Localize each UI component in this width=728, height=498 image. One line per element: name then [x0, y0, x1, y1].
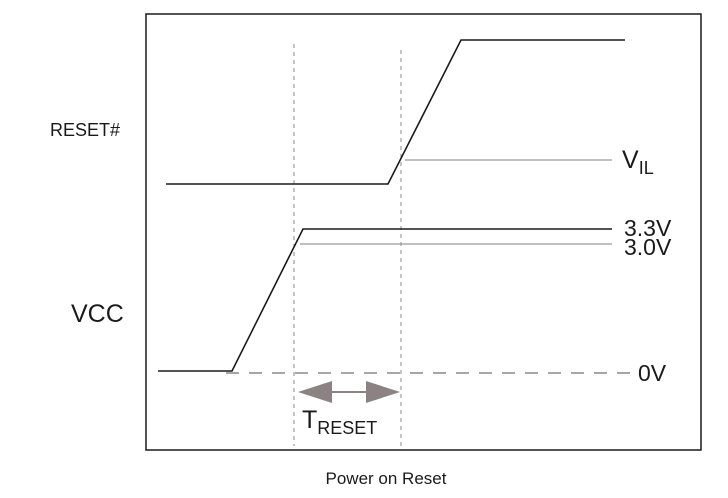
vil-label-main: V [622, 146, 639, 174]
v33-label: 3.3V [624, 215, 672, 241]
zero-volt-label: 0V [638, 360, 667, 386]
vcc-signal-label: VCC [71, 300, 124, 328]
vil-label-subscript: IL [639, 158, 654, 178]
treset-arrow-right-head [366, 381, 400, 403]
diagram-caption: Power on Reset [326, 469, 447, 488]
treset-label-main: T [302, 406, 317, 434]
reset-waveform [166, 39, 625, 185]
v30-label: 3.0V [624, 234, 672, 260]
reset-signal-label: RESET# [50, 120, 120, 140]
treset-label: TRESET [302, 406, 377, 438]
diagram-frame [145, 13, 702, 451]
treset-arrow-left-head [298, 381, 332, 403]
treset-label-subscript: RESET [317, 418, 377, 438]
vil-label: VIL [622, 146, 654, 178]
vcc-waveform [158, 228, 612, 372]
